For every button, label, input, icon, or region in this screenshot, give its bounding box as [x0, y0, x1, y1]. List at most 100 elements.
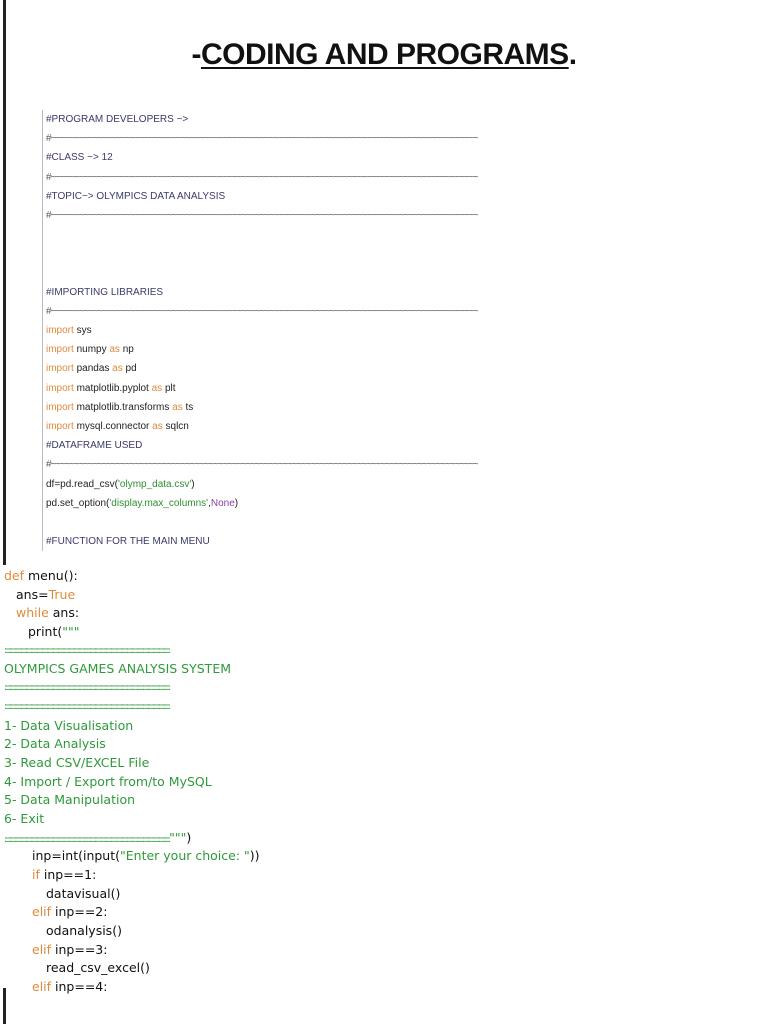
- blank-line: [46, 225, 506, 244]
- import-alias: pd: [125, 363, 137, 375]
- import-keyword: import: [46, 421, 74, 432]
- code-text: pd.set_option(: [46, 497, 110, 509]
- string-literal: "Enter your choice: ": [120, 848, 250, 864]
- code-text: print(: [28, 624, 63, 640]
- dataframe-header-comment: #DATAFRAME USED: [46, 440, 143, 452]
- colon-separator: ::::::::::::::::::::::::::::::::::::::::…: [4, 701, 171, 712]
- import-line: import numpy as np: [46, 340, 506, 359]
- import-module: numpy: [76, 344, 107, 356]
- elif-line: elif inp==2:: [4, 903, 764, 922]
- as-keyword: as: [152, 421, 163, 432]
- code-text: ans=: [16, 586, 49, 602]
- closing-separator-line: ::::::::::::::::::::::::::::::::::::::::…: [4, 829, 764, 848]
- separator-line: #~~~~~~~~~~~~~~~~~~~~~~~~~~~~~~~~~~~~~~~…: [46, 133, 478, 145]
- elif-keyword: elif: [32, 941, 52, 957]
- code-text: menu():: [24, 568, 78, 583]
- while-line: while ans:: [4, 604, 764, 623]
- as-keyword: as: [172, 401, 183, 413]
- if-keyword: if: [32, 867, 40, 882]
- import-line: import mysql.connector as sqlcn: [46, 417, 506, 436]
- import-module: pandas: [76, 363, 110, 375]
- menu-header-comment: #FUNCTION FOR THE MAIN MENU: [46, 536, 210, 548]
- import-alias: plt: [164, 382, 176, 394]
- title-text: CODING AND PROGRAMS: [200, 38, 569, 71]
- set-option-line: pd.set_option('display.max_columns',None…: [46, 494, 506, 513]
- import-module: matplotlib.transforms: [76, 401, 170, 413]
- elif-keyword: elif: [32, 904, 52, 920]
- colon-separator: ::::::::::::::::::::::::::::::::::::::::…: [4, 834, 171, 845]
- while-keyword: while: [16, 605, 49, 621]
- def-line: def menu():: [4, 567, 764, 586]
- menu-item: 1- Data Visualisation: [4, 717, 134, 733]
- code-text: ): [191, 478, 195, 490]
- separator-line: #~~~~~~~~~~~~~~~~~~~~~~~~~~~~~~~~~~~~~~~…: [46, 459, 478, 471]
- import-alias: ts: [185, 401, 194, 413]
- colon-separator: ::::::::::::::::::::::::::::::::::::::::…: [4, 645, 171, 656]
- title-period: .: [568, 38, 577, 71]
- blank-line: [46, 264, 506, 283]
- code-text: df=pd.read_csv(: [46, 478, 118, 490]
- colon-separator: ::::::::::::::::::::::::::::::::::::::::…: [4, 683, 171, 694]
- import-module: matplotlib.pyplot: [76, 382, 149, 394]
- code-text: inp==2:: [51, 904, 108, 920]
- call-line: read_csv_excel(): [46, 960, 150, 976]
- page-title: -CODING AND PROGRAMS.: [0, 38, 768, 72]
- import-line: import matplotlib.pyplot as plt: [46, 379, 506, 398]
- import-line: import sys: [46, 321, 506, 340]
- string-literal: 'display.max_columns': [109, 497, 209, 509]
- code-text: ): [186, 829, 192, 845]
- none-keyword: None: [210, 497, 235, 509]
- true-keyword: True: [48, 586, 76, 602]
- code-text: )): [249, 848, 260, 864]
- code-text: ): [234, 497, 239, 509]
- as-keyword: as: [151, 382, 163, 394]
- separator-line: #~~~~~~~~~~~~~~~~~~~~~~~~~~~~~~~~~~~~~~~…: [46, 171, 478, 183]
- code-text: ans:: [48, 605, 80, 621]
- menu-item: 2- Data Analysis: [4, 736, 106, 752]
- import-line: import pandas as pd: [46, 359, 506, 378]
- code-text: ,: [208, 497, 211, 509]
- blank-line: [46, 513, 506, 532]
- code-text: inp==1:: [39, 867, 97, 882]
- blank-line: [46, 244, 506, 263]
- import-line: import matplotlib.transforms as ts: [46, 398, 506, 417]
- code-text: inp==4:: [51, 979, 108, 995]
- input-line: inp=int(input("Enter your choice: ")): [4, 847, 764, 866]
- import-header-comment: #IMPORTING LIBRARIES: [46, 286, 164, 298]
- import-keyword: import: [46, 382, 74, 394]
- read-csv-line: df=pd.read_csv('olymp_data.csv'): [46, 475, 506, 494]
- code-text: inp==3:: [51, 941, 108, 957]
- separator-line: #~~~~~~~~~~~~~~~~~~~~~~~~~~~~~~~~~~~~~~~…: [46, 305, 478, 317]
- print-line: print(""": [4, 623, 764, 642]
- import-keyword: import: [46, 325, 74, 337]
- string-quotes: """: [169, 829, 187, 845]
- code-block-menu: def menu(): ans=True while ans: print(""…: [4, 567, 764, 997]
- call-line: odanalysis(): [46, 923, 122, 939]
- as-keyword: as: [109, 344, 120, 356]
- title-dash: -: [191, 38, 201, 71]
- if-line: if inp==1:: [4, 866, 764, 885]
- code-block-header: #PROGRAM DEVELOPERS ~> #~~~~~~~~~~~~~~~~…: [42, 110, 506, 552]
- elif-line: elif inp==3:: [4, 941, 764, 960]
- menu-item: 5- Data Manipulation: [4, 792, 136, 808]
- import-alias: np: [122, 344, 134, 356]
- menu-item: 6- Exit: [4, 810, 45, 826]
- dev-header-comment: #PROGRAM DEVELOPERS ~>: [46, 114, 189, 125]
- call-line: datavisual(): [46, 885, 121, 901]
- import-keyword: import: [46, 401, 74, 413]
- elif-keyword: elif: [32, 979, 52, 995]
- page-margin-line-bottom: [3, 988, 6, 1024]
- import-alias: sqlcn: [165, 421, 189, 432]
- def-keyword: def: [4, 568, 25, 583]
- import-keyword: import: [46, 363, 74, 375]
- import-module: sys: [76, 325, 92, 337]
- string-quotes: """: [62, 624, 80, 640]
- as-keyword: as: [112, 363, 123, 375]
- import-module: mysql.connector: [76, 421, 150, 432]
- separator-line: #~~~~~~~~~~~~~~~~~~~~~~~~~~~~~~~~~~~~~~~…: [46, 209, 478, 221]
- string-literal: 'olymp_data.csv': [118, 478, 192, 490]
- menu-item: 4- Import / Export from/to MySQL: [4, 773, 212, 789]
- page-margin-line-top: [3, 0, 6, 565]
- topic-comment: #TOPIC~> OLYMPICS DATA ANALYSIS: [46, 190, 226, 202]
- code-text: inp=int(input(: [32, 848, 121, 864]
